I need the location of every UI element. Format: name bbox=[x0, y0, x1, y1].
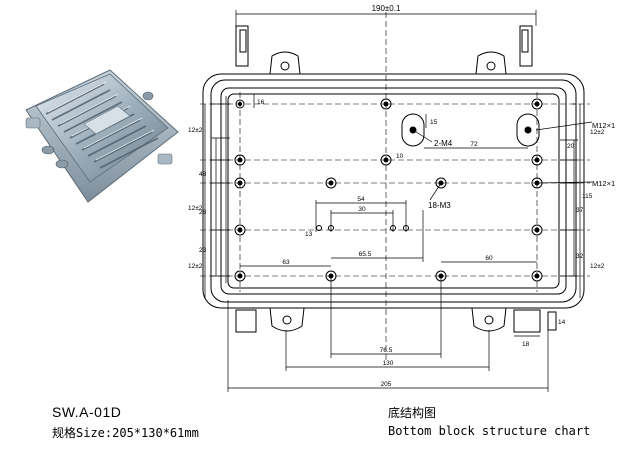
dim-left-12-2-top: 12±2 bbox=[188, 127, 203, 134]
dim-right-37: 37 bbox=[576, 207, 584, 214]
dim-top-width: 190±0.1 bbox=[372, 4, 401, 13]
dim-left-12-2-mid: 12±2 bbox=[188, 205, 203, 212]
dim-small-10: 10 bbox=[396, 153, 404, 160]
dim-slot-outer: 54 bbox=[357, 196, 365, 203]
dim-right-32: 32 bbox=[576, 253, 584, 260]
dim-small-20: 20 bbox=[567, 143, 575, 150]
dim-left-48: 48 bbox=[199, 171, 207, 178]
dim-small-14: 14 bbox=[558, 319, 566, 326]
dim-left-28: 28 bbox=[199, 209, 207, 216]
dim-right-12-2-bot: 12±2 bbox=[590, 263, 605, 270]
model-number: SW.A-01D bbox=[52, 404, 122, 420]
dim-left-23: 23 bbox=[199, 247, 207, 254]
dim-right-115: 115 bbox=[582, 193, 593, 200]
dim-center-span: 65.5 bbox=[359, 251, 372, 258]
title-english: Bottom block structure chart bbox=[388, 424, 591, 438]
dim-small-16: 16 bbox=[257, 99, 265, 106]
hole-group bbox=[234, 98, 543, 282]
dim-small-18: 18 bbox=[522, 341, 530, 348]
callout-m3: 18-M3 bbox=[428, 201, 451, 210]
dim-lower-span: 130 bbox=[383, 360, 394, 367]
title-chinese: 底结构图 bbox=[388, 406, 437, 420]
dim-left-12-2-bot: 12±2 bbox=[188, 263, 203, 270]
callout-m4: 2-M4 bbox=[434, 139, 453, 148]
dim-right-offset: 60 bbox=[485, 255, 493, 262]
size-spec: 规格Size:205*130*61mm bbox=[52, 426, 199, 440]
dim-slot-inner: 30 bbox=[358, 206, 366, 213]
dim-small-13: 13 bbox=[305, 231, 313, 238]
dim-left-offset: 63 bbox=[282, 259, 290, 266]
dim-right-12-2-top: 12±2 bbox=[590, 129, 605, 136]
dim-small-15: 15 bbox=[430, 119, 438, 126]
product-photo bbox=[25, 69, 179, 203]
callout-m12-top: M12×1 bbox=[592, 121, 615, 130]
callout-m12-bottom: M12×1 bbox=[592, 179, 615, 188]
dim-overall-width: 205 bbox=[381, 381, 392, 388]
dim-offset-72: 72 bbox=[470, 141, 478, 148]
dim-inner-span: 76.5 bbox=[380, 347, 393, 354]
